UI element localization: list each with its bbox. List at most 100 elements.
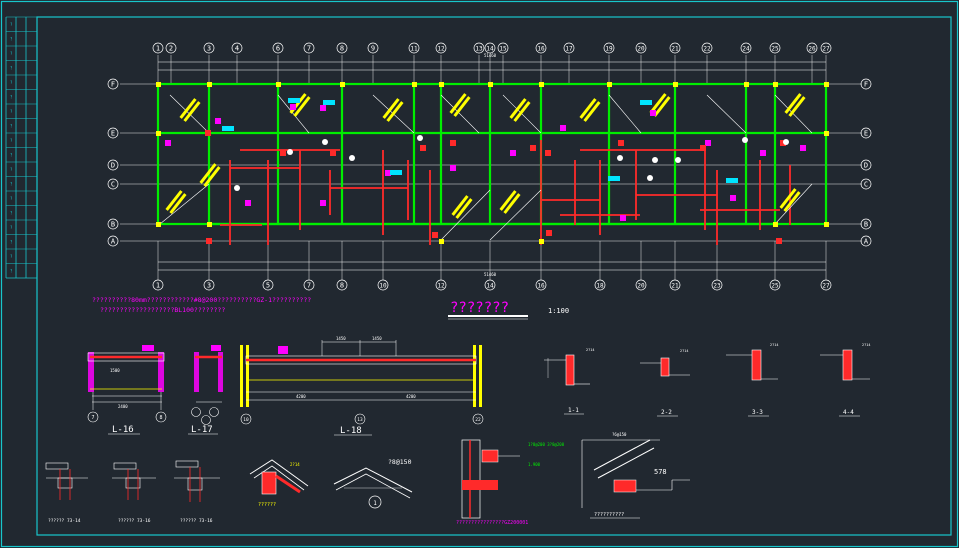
- exterior-wall: [156, 82, 828, 226]
- svg-text:F: F: [111, 81, 115, 89]
- strip-mark: ?: [10, 196, 13, 201]
- column: [673, 82, 678, 87]
- magenta-mark: [560, 125, 566, 131]
- axis-bubble-8: 8: [336, 42, 348, 54]
- red-column: [530, 145, 536, 151]
- svg-text:7: 7: [307, 282, 311, 290]
- strip-mark: ?: [10, 80, 13, 85]
- axis-bubble-21: 21: [669, 42, 681, 54]
- slab-diagonal: [502, 94, 542, 134]
- column: [412, 82, 417, 87]
- beams: [220, 140, 791, 245]
- axis-bubble-14: 14: [484, 279, 496, 291]
- axis-bubble-16: 16: [535, 279, 547, 291]
- magenta-mark: [620, 215, 626, 221]
- svg-text:24: 24: [742, 46, 750, 53]
- row-bubble-left-B: B: [107, 218, 119, 230]
- room-number: [783, 139, 789, 145]
- svg-text:16: 16: [537, 46, 545, 53]
- rebar-tag: [579, 98, 601, 122]
- axis-bubble-20: 20: [635, 42, 647, 54]
- wall-section-detail: 1?8@200 3?8@200 1.900 ????????????????GZ…: [456, 439, 565, 526]
- column: [607, 82, 612, 87]
- strip-mark: ?: [10, 95, 13, 100]
- stair-detail: ?6@150 578 ??????????: [581, 432, 690, 519]
- slab-diagonal: [706, 94, 747, 134]
- axis-bubble-3: 3: [203, 42, 215, 54]
- svg-text:8: 8: [340, 282, 344, 290]
- red-column: [432, 232, 438, 238]
- svg-text:21: 21: [671, 46, 679, 53]
- strip-mark: ?: [10, 211, 13, 216]
- column: [824, 222, 829, 227]
- room-number: [647, 175, 653, 181]
- axis-bubble-26: 26: [806, 42, 818, 54]
- red-column: [700, 145, 706, 151]
- svg-text:3: 3: [207, 45, 211, 53]
- axis-bubble-16: 16: [535, 42, 547, 54]
- column: [156, 131, 161, 136]
- svg-text:8: 8: [340, 45, 344, 53]
- slab-diagonal: [608, 94, 642, 134]
- magenta-mark: [800, 145, 806, 151]
- svg-text:2?14: 2?14: [862, 343, 870, 347]
- axis-bubble-25: 25: [769, 279, 781, 291]
- column: [439, 82, 444, 87]
- rebar-tag: [499, 190, 521, 214]
- magenta-mark: [215, 118, 221, 124]
- column: [824, 131, 829, 136]
- slab-diagonal: [277, 94, 310, 134]
- red-column: [780, 140, 786, 146]
- svg-text:2?14: 2?14: [586, 348, 594, 352]
- stair-rebar-label: ?8@150: [388, 458, 412, 466]
- svg-text:7: 7: [91, 415, 94, 421]
- svg-text:F: F: [864, 81, 868, 89]
- svg-text:27: 27: [822, 283, 830, 290]
- svg-text:2400: 2400: [118, 404, 128, 409]
- red-column: [206, 238, 212, 244]
- svg-text:15: 15: [499, 46, 507, 53]
- red-column: [776, 238, 782, 244]
- axis-bubble-27: 27: [820, 279, 832, 291]
- svg-text:6: 6: [276, 45, 280, 53]
- svg-text:4: 4: [235, 45, 239, 53]
- strip-mark: ?: [10, 22, 13, 27]
- magenta-mark: [705, 140, 711, 146]
- axis-bubble-20: 20: [635, 279, 647, 291]
- svg-text:21: 21: [671, 283, 679, 290]
- bottom-dimension-chain: [158, 261, 826, 271]
- magenta-mark: [320, 200, 326, 206]
- svg-text:11: 11: [410, 46, 418, 53]
- svg-text:2?14: 2?14: [680, 349, 688, 353]
- svg-text:7: 7: [307, 45, 311, 53]
- axis-bubble-3: 3: [203, 279, 215, 291]
- svg-text:18: 18: [596, 283, 604, 290]
- column: [773, 222, 778, 227]
- section-3-3: 2?14 3-3: [726, 343, 778, 417]
- column: [156, 222, 161, 227]
- section-1-label: 1-1: [568, 407, 579, 414]
- svg-text:12: 12: [437, 46, 445, 53]
- slab-detail-1-label: ?????? 73-14: [48, 518, 81, 524]
- roof-node-caption: ??????: [258, 502, 276, 508]
- column: [488, 82, 493, 87]
- slab-detail-3-label: ?????? 73-16: [180, 518, 213, 524]
- red-column: [618, 140, 624, 146]
- row-bubble-left-C: C: [107, 178, 119, 190]
- stair-right-dimension: 578: [654, 468, 667, 476]
- axis-bubble-12: 12: [435, 42, 447, 54]
- axis-bubble-2: 2: [165, 42, 177, 54]
- inner-frame: [36, 16, 952, 536]
- beam-L16-label: L-16: [112, 425, 134, 435]
- section-4-label: 4-4: [843, 409, 854, 416]
- axis-bubble-12: 12: [435, 279, 447, 291]
- strip-mark: ?: [10, 153, 13, 158]
- magenta-mark: [320, 105, 326, 111]
- axis-bubble-15: 15: [497, 42, 509, 54]
- axis-bubble-7: 7: [303, 279, 315, 291]
- axis-bubble-25: 25: [769, 42, 781, 54]
- slab-diagonal: [774, 183, 813, 225]
